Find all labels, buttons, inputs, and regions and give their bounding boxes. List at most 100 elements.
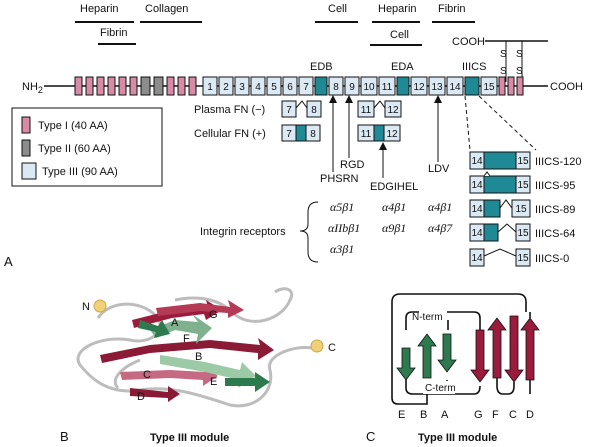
type3-number: 8 [333, 82, 339, 93]
heparin-label-right: Heparin [378, 3, 417, 15]
iiics-label: IIICS [462, 61, 486, 73]
type3-number: 3 [239, 82, 245, 93]
cooh-top-label: COOH [452, 36, 485, 48]
c-terminus-ball [310, 339, 324, 353]
plasma-fn-label: Plasma FN (−) [194, 104, 265, 116]
type3-module [480, 76, 498, 96]
isoform-module-11: 11 [361, 105, 372, 116]
fibrin-label-left: Fibrin [100, 27, 128, 39]
panel-c-caption: Type III module [418, 432, 497, 444]
strand-label-e: E [210, 376, 217, 388]
strand-f [150, 314, 212, 344]
integrin-a4b1: α4β1 [382, 200, 406, 214]
disulfide-s3: S [500, 66, 507, 77]
type3-number: 7 [303, 82, 309, 93]
type3-number: 6 [287, 82, 293, 93]
isoform-module-12: 12 [387, 105, 399, 116]
iiics-95-label: IIICS-95 [535, 180, 575, 192]
variant-module-14: 14 [471, 228, 483, 239]
topology-strand-f [487, 317, 507, 379]
variant-module-14: 14 [471, 180, 483, 191]
panel-b-caption: Type III module [150, 432, 229, 444]
iiics-module [464, 76, 480, 96]
panel-b-n-label: N [82, 301, 90, 313]
strand-label-a: A [171, 317, 179, 329]
panel-b-letter: B [60, 429, 69, 444]
eda-label: EDA [391, 61, 414, 73]
isoform-module-8: 8 [310, 129, 316, 140]
n-terminus-ball [93, 299, 107, 313]
type3-number: 9 [349, 82, 355, 93]
cell-label-mid: Cell [390, 29, 409, 41]
iiics-variant-64: 14 15 IIICS-64 [469, 223, 575, 242]
ldv-label: LDV [428, 163, 450, 175]
topology-strand-a [437, 333, 457, 373]
main-chain: NH2 COOH 1 2 3 4 5 [22, 76, 583, 96]
type3-number: 15 [483, 82, 495, 93]
topology-label-g: G [474, 409, 483, 421]
type3-number: 1 [207, 82, 213, 93]
variant-module-15: 15 [517, 228, 529, 239]
panel-c: N-term C-term E B A G F C D C Type III m… [366, 293, 540, 444]
heparin-label-left: Heparin [80, 3, 119, 15]
type3-module [266, 76, 282, 96]
legend-type1-label: Type I (40 AA) [38, 120, 108, 132]
strand-e-tip [225, 372, 270, 392]
legend-type2-label: Type II (60 AA) [38, 143, 111, 155]
integrin-a4b7: α4β7 [428, 221, 453, 235]
integrin-a3b1: α3β1 [330, 242, 354, 256]
isoform-module-7: 7 [286, 129, 292, 140]
variant-module-14: 14 [471, 253, 483, 264]
integrin-title: Integrin receptors [200, 226, 286, 238]
type1-module [129, 76, 138, 96]
iiics-variants: 14 15 IIICS-120 14 15 IIICS-95 14 [469, 151, 581, 267]
type3-number: 10 [363, 82, 375, 93]
type2-module [140, 76, 151, 96]
iiics-variant-0: 14 15 IIICS-0 [469, 248, 569, 267]
variant-module-15: 15 [517, 156, 529, 167]
type3-number: 2 [223, 82, 229, 93]
type1-module [118, 76, 127, 96]
type3-module [410, 76, 428, 96]
isoform-module-11: 11 [361, 129, 372, 140]
iiics-120-label: IIICS-120 [535, 156, 581, 168]
legend: Type I (40 AA) Type II (60 AA) Type III … [11, 107, 163, 187]
topology-label-a: A [441, 409, 449, 421]
topology-strand-b [417, 333, 437, 379]
panel-a-letter: A [4, 254, 13, 269]
type1-module [166, 76, 175, 96]
disulfide-chain: COOH S S S S [452, 36, 548, 82]
integrin-aiibb1: αIIbβ1 [328, 221, 360, 235]
panel-a: Heparin Collagen Fibrin Cell Heparin Cel… [4, 3, 583, 269]
phsrn-label: PHSRN [320, 173, 359, 185]
type1-module [516, 76, 524, 96]
binding-regions: Heparin Collagen Fibrin Cell Heparin Cel… [75, 3, 475, 46]
panel-c-letter: C [366, 429, 375, 444]
topology-strand-g [470, 329, 490, 383]
isoforms: Plasma FN (−) 7 8 Cellular FN (+) 7 8 11… [194, 100, 402, 142]
type3-module [298, 76, 314, 96]
strand-b-back [100, 338, 274, 363]
type3-module [250, 76, 266, 96]
variant-module-15: 15 [515, 204, 527, 215]
iiics-64-label: IIICS-64 [535, 228, 575, 240]
integrin-receptors: Integrin receptors α5β1 α4β1 α4β1 αIIbβ1… [200, 200, 453, 263]
type2-module [153, 76, 164, 96]
iiics-0-label: IIICS-0 [535, 253, 569, 265]
edgihel-label: EDGIHEL [370, 181, 418, 193]
rgd-label: RGD [340, 159, 365, 171]
strand-label-d: D [137, 391, 145, 403]
motif-arrows: PHSRN RGD EDGIHEL LDV [320, 95, 450, 193]
edb-module [314, 76, 328, 96]
integrin-a4b1: α4β1 [428, 200, 452, 214]
eda-module [396, 76, 410, 96]
strand-e [160, 355, 256, 388]
iiics-variant-120: 14 15 IIICS-120 [469, 151, 581, 170]
isoform-module-7: 7 [286, 105, 292, 116]
type1-module [107, 76, 116, 96]
fibrin-label-right: Fibrin [438, 3, 466, 15]
type1-module [177, 76, 186, 96]
variant-module-15: 15 [517, 253, 529, 264]
strand-c [120, 365, 218, 386]
iiics-variant-89: 14 15 IIICS-89 [469, 199, 575, 218]
